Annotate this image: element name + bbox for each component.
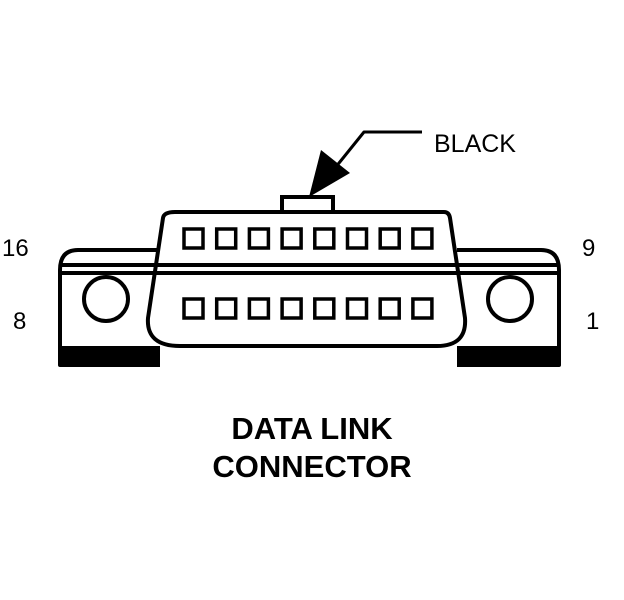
connector-locking-tab xyxy=(280,195,335,214)
pin-socket xyxy=(280,227,303,250)
pin-socket xyxy=(182,227,205,250)
pin-number-label-bottom-right: 1 xyxy=(586,308,600,335)
pin-socket xyxy=(411,227,434,250)
right-flange-foot xyxy=(457,346,559,365)
pin-row-bottom xyxy=(182,297,434,320)
diagram-caption-line-2: CONNECTOR xyxy=(212,449,412,484)
pin-socket xyxy=(214,297,238,320)
wire-color-label: BLACK xyxy=(434,130,516,158)
pin-socket xyxy=(378,227,401,250)
pin-socket xyxy=(345,297,369,320)
left-flange-foot xyxy=(60,346,160,365)
pin-socket xyxy=(378,297,401,320)
left-mounting-hole xyxy=(82,275,130,323)
pin-row-top xyxy=(182,227,434,250)
pin-socket xyxy=(313,227,336,250)
pin-socket xyxy=(247,297,271,320)
left-mounting-flange xyxy=(58,248,160,367)
wire-color-leader-line xyxy=(333,130,422,169)
pin-socket xyxy=(214,227,238,250)
right-mounting-flange xyxy=(457,248,561,367)
pin-number-label-top-right: 9 xyxy=(582,235,596,262)
pin-socket xyxy=(313,297,336,320)
diagram-caption-line-1: DATA LINK xyxy=(231,411,393,446)
pin-number-label-top-left: 16 xyxy=(2,235,29,262)
pin-socket xyxy=(345,227,369,250)
wire-color-arrowhead xyxy=(309,150,350,197)
pin-number-label-bottom-left: 8 xyxy=(13,308,27,335)
pin-socket xyxy=(411,297,434,320)
pin-socket xyxy=(280,297,303,320)
pin-socket xyxy=(247,227,271,250)
pin-socket xyxy=(182,297,205,320)
right-mounting-hole xyxy=(486,275,534,323)
